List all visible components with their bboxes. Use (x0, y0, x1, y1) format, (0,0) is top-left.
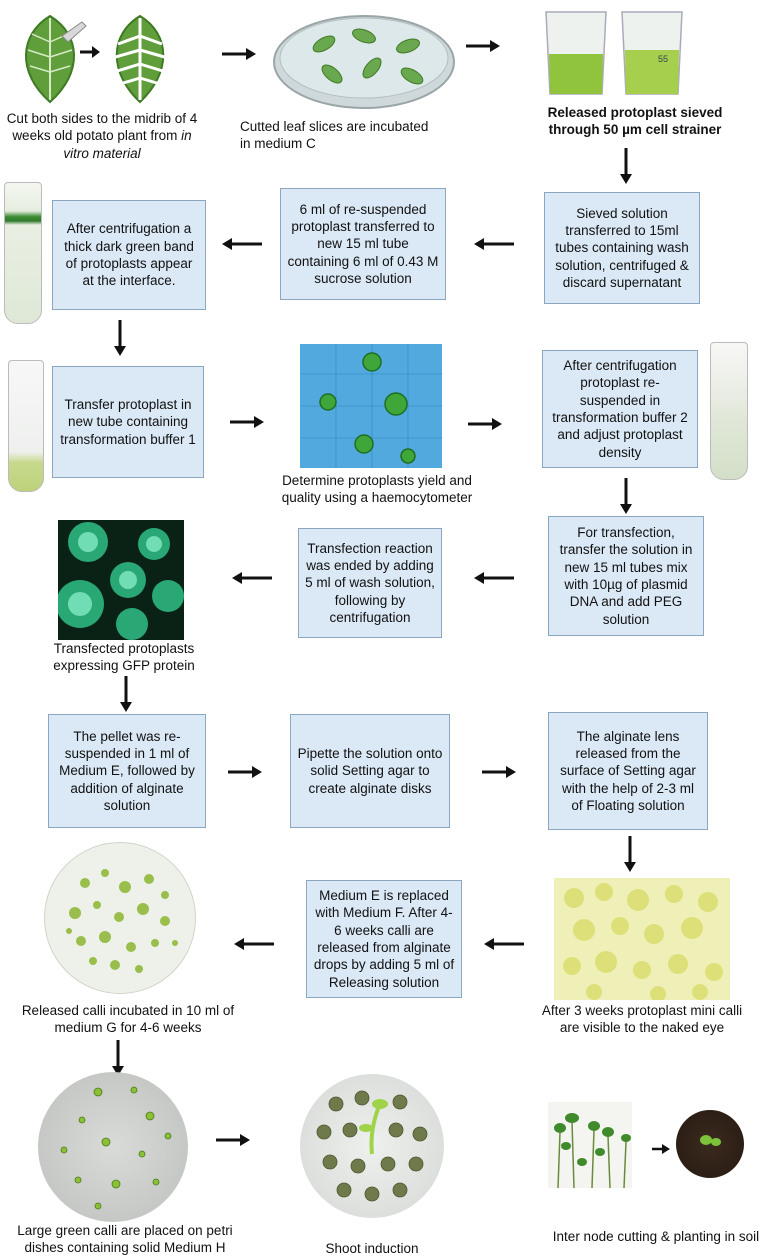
shoot-induction-image (300, 1074, 444, 1218)
step6-box: After centrifugation a thick dark green … (52, 200, 206, 310)
arrow-down (114, 320, 126, 356)
arrow-left (474, 238, 514, 250)
step14-box: Pipette the solution onto solid Setting … (290, 714, 450, 828)
step15-box: The alginate lens released from the surf… (548, 712, 708, 830)
step21-caption: Inter node cutting & planting in soil (552, 1229, 760, 1244)
arrow-right (216, 1134, 250, 1146)
step9-box: After centrifugation protoplast re-suspe… (542, 350, 698, 468)
arrow-down (620, 478, 632, 514)
step18-caption: Released calli incubated in 10 ml of med… (21, 1003, 235, 1036)
step2-caption: Cutted leaf slices are incubated in medi… (240, 119, 429, 152)
arrow-right (230, 416, 264, 428)
step12-caption: Transfected protoplasts expressing GFP p… (53, 641, 195, 674)
step20-caption: Shoot induction (325, 1241, 419, 1256)
arrow-right (222, 48, 256, 60)
arrow-left (234, 938, 274, 950)
step16-caption: After 3 weeks protoplast mini calli are … (541, 1003, 743, 1036)
step19-caption: Large green calli are placed on petri di… (17, 1223, 233, 1256)
step10-box: For transfection, transfer the solution … (548, 516, 704, 636)
released-calli-dish-image (44, 842, 196, 994)
mini-calli-image (554, 878, 730, 1000)
step13-box: The pellet was re-suspended in 1 ml of M… (48, 714, 206, 828)
soil-planting-image (676, 1110, 744, 1178)
arrow-down (620, 148, 632, 184)
step17-box: Medium E is replaced with Medium F. Afte… (306, 880, 462, 998)
gfp-protoplasts-image (58, 520, 184, 640)
beakers-image: 55 (540, 6, 690, 98)
arrow-right (228, 766, 262, 778)
tube-green-band-image (4, 182, 42, 324)
petri-dish-leaf-slices-image (272, 10, 456, 110)
step11-box: Transfection reaction was ended by addin… (298, 528, 442, 638)
arrow-right (652, 1144, 670, 1154)
arrow-right (466, 40, 500, 52)
internode-cutting-image (548, 1102, 632, 1188)
tube-buffer2-image (710, 342, 748, 480)
step3-caption: Released protoplast sieved through 50 µm… (547, 105, 723, 138)
arrow-left (222, 238, 262, 250)
step4-box: Sieved solution transferred to 15ml tube… (544, 192, 700, 304)
arrow-right (468, 418, 502, 430)
tube-buffer1-image (8, 360, 44, 492)
step7-box: Transfer protoplast in new tube containi… (52, 366, 204, 478)
step8-caption: Determine protoplasts yield and quality … (281, 473, 473, 506)
arrow-right (482, 766, 516, 778)
step1-caption: Cut both sides to the midrib of 4 weeks … (2, 110, 202, 162)
arrow-down (624, 836, 636, 872)
arrow-right (80, 46, 100, 58)
cut-leaf-image (104, 14, 176, 104)
beaker-label-right: 55 (658, 54, 669, 64)
arrow-down (120, 676, 132, 712)
arrow-down (112, 1040, 124, 1076)
haemocytometer-image (300, 344, 442, 468)
step5-box: 6 ml of re-suspended protoplast transfer… (280, 188, 446, 300)
step1-caption-text: Cut both sides to the midrib of 4 weeks … (6, 111, 198, 144)
potato-leaf-image (12, 12, 88, 104)
green-calli-petri-image (38, 1072, 188, 1222)
arrow-left (474, 572, 514, 584)
arrow-left (232, 572, 272, 584)
step1-caption-italic: in vitro material (63, 128, 192, 161)
arrow-left (484, 938, 524, 950)
